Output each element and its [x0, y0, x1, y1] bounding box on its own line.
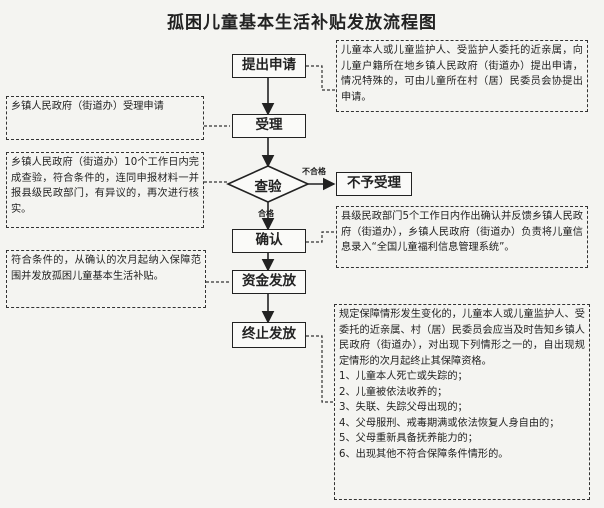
- review-diamond: [226, 165, 310, 203]
- connector-terminate-note: [306, 335, 334, 403]
- note-apply: 儿童本人或儿童监护人、受监护人委托的近亲属，向儿童户籍所在地乡镇人民政府（街道办…: [336, 40, 588, 112]
- note-confirm: 县级民政部门5个工作日内作出确认并反馈乡镇人民政府（街道办），乡镇人民政府（街道…: [336, 206, 588, 268]
- list-item: 6、出现其他不符合保障条件情形的。: [339, 448, 509, 460]
- edge-label-pass: 合格: [258, 209, 274, 218]
- note-issue: 符合条件的，从确认的次月起纳入保障范围并发放孤困儿童基本生活补贴。: [6, 250, 206, 308]
- list-item: 4、父母服刑、戒毒期满或依法恢复人身自由的；: [339, 417, 560, 429]
- step-accept: 受理: [232, 114, 306, 138]
- step-reject: 不予受理: [336, 172, 412, 196]
- note-terminate: 规定保障情形发生变化的，儿童本人或儿童监护人、受委托的近亲属、村（居）民委员会应…: [334, 304, 590, 500]
- edge-label-fail: 不合格: [302, 167, 326, 176]
- note-terminate-intro: 规定保障情形发生变化的，儿童本人或儿童监护人、受委托的近亲属、村（居）民委员会应…: [339, 309, 585, 367]
- step-terminate: 终止发放: [232, 322, 306, 348]
- note-terminate-list: 1、儿童本人死亡或失踪的； 2、儿童被依法收养的； 3、失联、失踪父母出现的； …: [339, 369, 585, 462]
- step-apply: 提出申请: [232, 54, 306, 78]
- list-item: 3、失联、失踪父母出现的；: [339, 402, 468, 413]
- note-review: 乡镇人民政府（街道办）10个工作日内完成查验，符合条件的，连同申报材料一并报县级…: [6, 152, 204, 228]
- step-confirm: 确认: [232, 229, 306, 253]
- step-review: 查验: [254, 179, 282, 195]
- list-item: 2、儿童被依法收养的；: [339, 386, 448, 398]
- list-item: 5、父母重新具备抚养能力的；: [339, 433, 478, 444]
- step-issue: 资金发放: [232, 270, 306, 294]
- list-item: 1、儿童本人死亡或失踪的；: [339, 371, 468, 382]
- connector-confirm-note: [306, 231, 336, 243]
- page-title: 孤困儿童基本生活补贴发放流程图: [167, 13, 437, 33]
- connector-apply-note: [306, 65, 336, 91]
- note-accept: 乡镇人民政府（街道办）受理申请: [6, 96, 204, 140]
